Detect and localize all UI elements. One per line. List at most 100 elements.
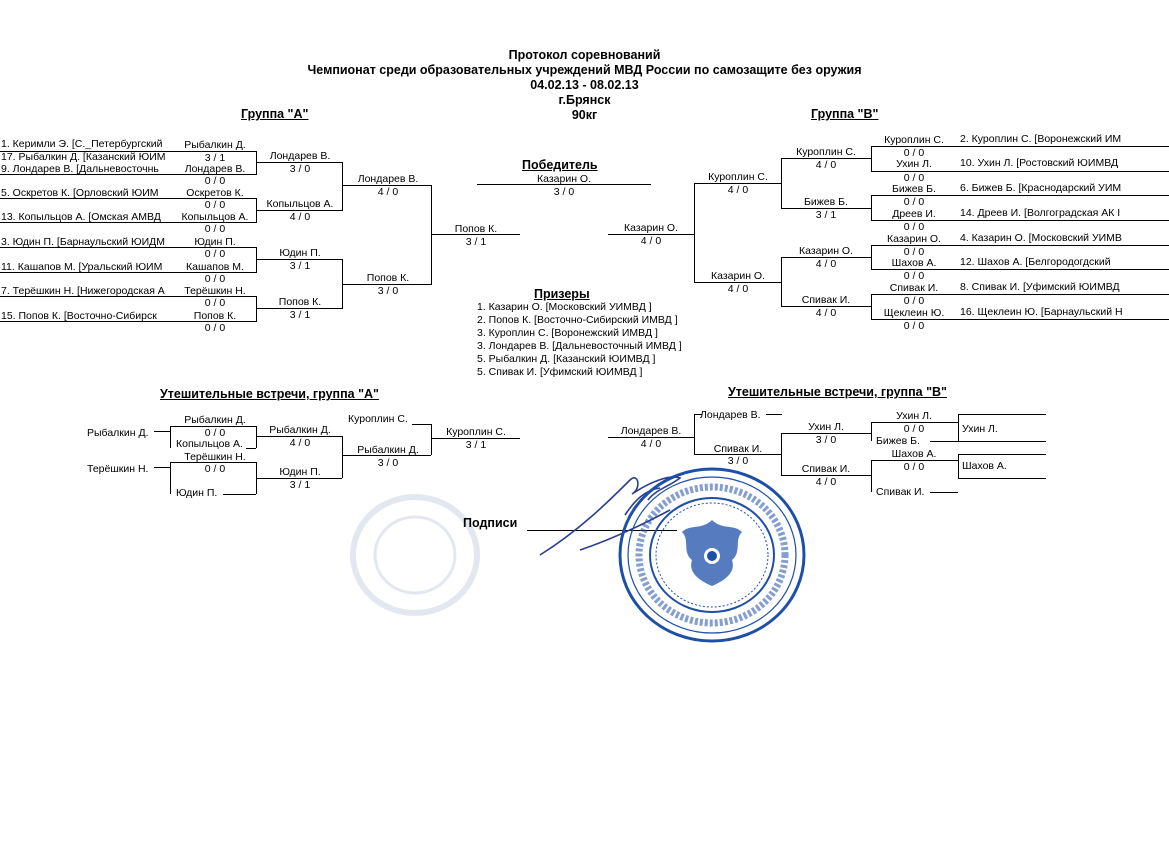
bracket-line — [958, 441, 1046, 442]
bracket-line — [431, 234, 520, 235]
bracket-line — [256, 308, 342, 309]
match-score: 3 / 1 — [204, 152, 226, 164]
match-score: 3 / 1 — [289, 479, 311, 491]
match-winner: Рыбалкин Д. — [269, 424, 331, 436]
weight-class: 90кг — [571, 108, 598, 122]
match-score: 3 / 0 — [815, 434, 837, 446]
bracket-entry: Копыльцов А. — [176, 438, 243, 450]
group-a-title: Группа "А" — [241, 107, 309, 121]
bracket-line — [781, 158, 782, 208]
bracket-line — [781, 257, 871, 258]
bracket-line — [608, 234, 694, 235]
bracket-line — [431, 424, 432, 455]
match-winner: Щеклеин Ю. — [883, 307, 945, 319]
match-winner: Терёшкин Н. — [184, 451, 246, 463]
bracket-line — [223, 494, 256, 495]
bracket-line — [342, 284, 431, 285]
entrant: 1. Керимли Э. [С._Петербургский — [1, 138, 163, 150]
entrant: 16. Щеклеин Ю. [Барнаульский Н — [960, 306, 1123, 318]
bracket-line — [871, 422, 958, 423]
match-score: 4 / 0 — [815, 307, 837, 319]
bracket-line — [256, 436, 342, 437]
match-winner: Попов К. — [193, 310, 237, 322]
bracket-line — [930, 492, 958, 493]
entrant: 8. Спивак И. [Уфимский ЮИМВД — [960, 281, 1120, 293]
bracket-line — [412, 424, 431, 425]
match-score: 3 / 1 — [465, 236, 487, 248]
match-score: 3 / 1 — [289, 260, 311, 272]
bracket-entry: Шахов А. — [962, 460, 1007, 472]
match-winner: Лондарев В. — [184, 163, 246, 175]
match-score: 4 / 0 — [289, 437, 311, 449]
match-winner: Юдин П. — [279, 466, 321, 478]
match-winner: Кашапов М. — [186, 261, 244, 273]
bracket-entry: Юдин П. — [176, 487, 218, 499]
match-score: 4 / 0 — [815, 159, 837, 171]
bracket-line — [477, 184, 651, 185]
bracket-line — [431, 438, 520, 439]
bracket-line — [170, 426, 171, 448]
match-score: 3 / 1 — [289, 309, 311, 321]
bracket-entry: Лондарев В. — [700, 409, 761, 421]
bracket-line — [170, 426, 256, 427]
match-score: 0 / 0 — [903, 295, 925, 307]
entrant: 7. Терёшкин Н. [Нижегородская А — [1, 285, 165, 297]
match-winner: Куроплин С. — [708, 171, 768, 183]
bracket-line — [781, 433, 871, 434]
bracket-line — [694, 183, 695, 282]
entrant: 3. Юдин П. [Барнаульский ЮИДМ — [1, 236, 166, 248]
prize-item: 2. Попов К. [Восточно-Сибирский ИМВД ] — [477, 314, 678, 326]
entrant: 11. Кашапов М. [Уральский ЮИМ — [1, 261, 163, 273]
bracket-line — [608, 437, 694, 438]
bracket-line — [871, 220, 1169, 221]
match-score: 4 / 0 — [815, 258, 837, 270]
bracket-line — [0, 321, 256, 322]
bracket-line — [342, 185, 431, 186]
match-score: 0 / 0 — [903, 147, 925, 159]
match-score: 4 / 0 — [815, 476, 837, 488]
group-b-title: Группа "В" — [811, 107, 879, 121]
entrant: 10. Ухин Л. [Ростовский ЮИМВД — [960, 157, 1119, 169]
match-winner: Юдин П. — [279, 247, 321, 259]
match-score: 4 / 0 — [289, 211, 311, 223]
prize-item: 1. Казарин О. [Московский УИМВД ] — [477, 301, 652, 313]
match-winner: Копыльцов А. — [266, 198, 334, 210]
match-score: 4 / 0 — [727, 184, 749, 196]
bracket-line — [781, 257, 782, 306]
match-winner: Рыбалкин Д. — [357, 444, 419, 456]
match-winner: Ухин Л. — [896, 410, 932, 422]
winner-name: Казарин О. — [537, 173, 591, 185]
match-score: 0 / 0 — [903, 423, 925, 435]
prize-item: 5. Рыбалкин Д. [Казанский ЮИМВД ] — [477, 353, 656, 365]
match-winner: Казарин О. — [887, 233, 941, 245]
consolation-a-winner: Куроплин С. — [446, 426, 506, 438]
bracket-line — [871, 460, 958, 461]
match-winner: Спивак И. — [713, 443, 763, 455]
match-winner: Попов К. — [366, 272, 410, 284]
match-score: 0 / 0 — [204, 322, 226, 334]
match-winner: Юдин П. — [194, 236, 236, 248]
match-winner: Ухин Л. — [896, 158, 932, 170]
bracket-line — [256, 296, 257, 322]
bracket-line — [256, 478, 342, 479]
match-winner: Бижев Б. — [804, 196, 848, 208]
entrant: 13. Копыльцов А. [Омская АМВД — [1, 211, 161, 223]
bracket-line — [781, 158, 871, 159]
bracket-line — [871, 245, 872, 269]
bracket-line — [871, 269, 1169, 270]
match-score: 3 / 0 — [377, 285, 399, 297]
bracket-line — [342, 162, 343, 211]
match-score: 4 / 0 — [377, 186, 399, 198]
match-winner: Лондарев В. — [269, 150, 331, 162]
entrant: 5. Оскретов К. [Орловский ЮИМ — [1, 187, 159, 199]
bracket-line — [958, 414, 959, 441]
bracket-line — [958, 454, 959, 478]
bracket-line — [871, 195, 1169, 196]
bracket-line — [766, 414, 782, 415]
match-winner: Спивак И. — [801, 294, 851, 306]
match-score: 0 / 0 — [903, 461, 925, 473]
bracket-line — [694, 282, 781, 283]
match-score: 0 / 0 — [204, 175, 226, 187]
bracket-line — [781, 433, 782, 475]
match-winner: Оскретов К. — [186, 187, 244, 199]
